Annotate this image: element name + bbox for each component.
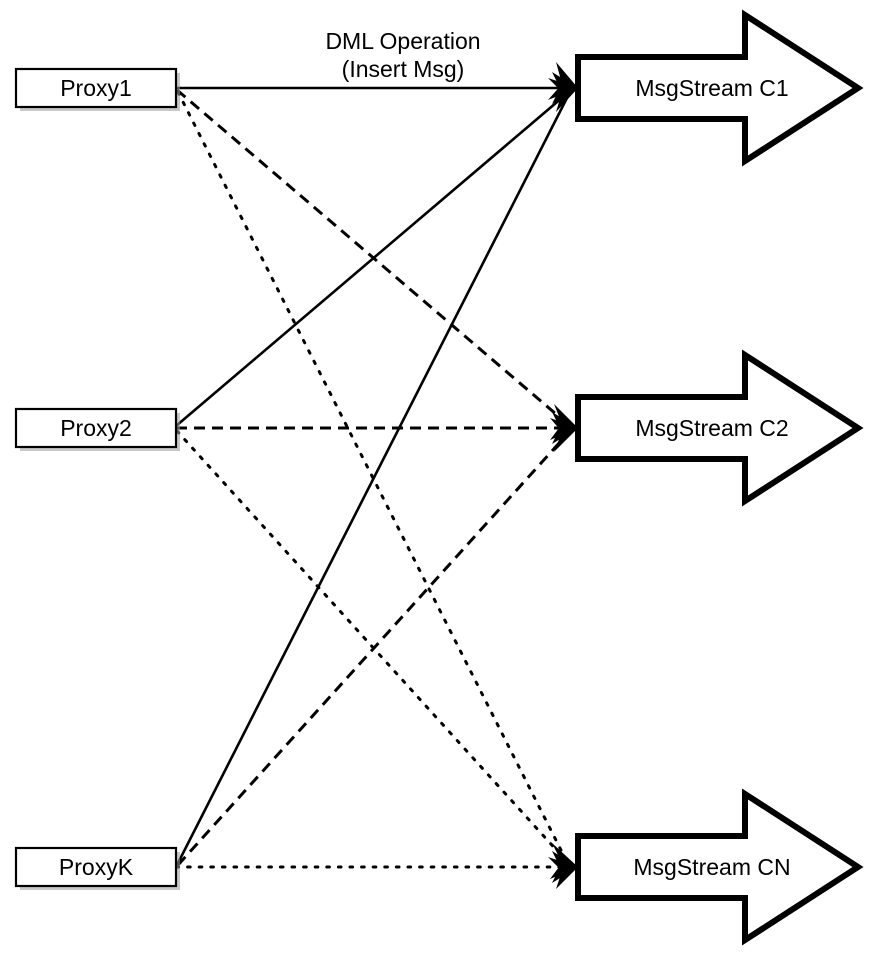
- stream-node-cn[interactable]: MsgStream CN: [575, 788, 864, 946]
- proxy2-label: Proxy2: [60, 415, 132, 441]
- stream-node-c1[interactable]: MsgStream C1: [575, 9, 864, 167]
- proxy-node-proxy1[interactable]: Proxy1: [14, 67, 180, 111]
- link-proxyk-to-stream-c2: [176, 429, 572, 867]
- stream-node-c2[interactable]: MsgStream C2: [575, 349, 864, 507]
- proxyk-label: ProxyK: [59, 854, 134, 880]
- link-proxy2-to-stream-c1: [175, 90, 571, 427]
- proxy1-box[interactable]: [14, 67, 178, 109]
- proxy-node-proxy2[interactable]: Proxy2: [14, 407, 180, 451]
- proxyk-box[interactable]: [14, 846, 178, 888]
- stream-c2-label: MsgStream C2: [635, 415, 788, 441]
- link-proxyk-to-stream-c1: [175, 91, 572, 866]
- link-group: [174, 86, 574, 869]
- block-arrow-icon-c2[interactable]: [575, 349, 864, 507]
- edge-label-dml-operation: DML Operation (Insert Msg): [325, 28, 480, 82]
- proxy1-label: Proxy1: [60, 75, 132, 101]
- arrowhead-icon-stream-cn-c: [548, 857, 578, 889]
- proxy-node-proxyk[interactable]: ProxyK: [14, 846, 180, 890]
- arrowhead-group: [548, 62, 578, 889]
- proxy2-box[interactable]: [14, 407, 178, 449]
- arrowhead-icon-stream-c2-c: [550, 418, 578, 452]
- arrowhead-icon-stream-c1-c: [548, 78, 578, 112]
- edge-label-line2: (Insert Msg): [342, 56, 465, 82]
- stream-cn-label: MsgStream CN: [633, 854, 790, 880]
- edge-label-line1: DML Operation: [325, 28, 480, 54]
- block-arrow-icon-c1[interactable]: [575, 9, 864, 167]
- block-arrow-icon-cn[interactable]: [575, 788, 864, 946]
- stream-c1-label: MsgStream C1: [635, 75, 788, 101]
